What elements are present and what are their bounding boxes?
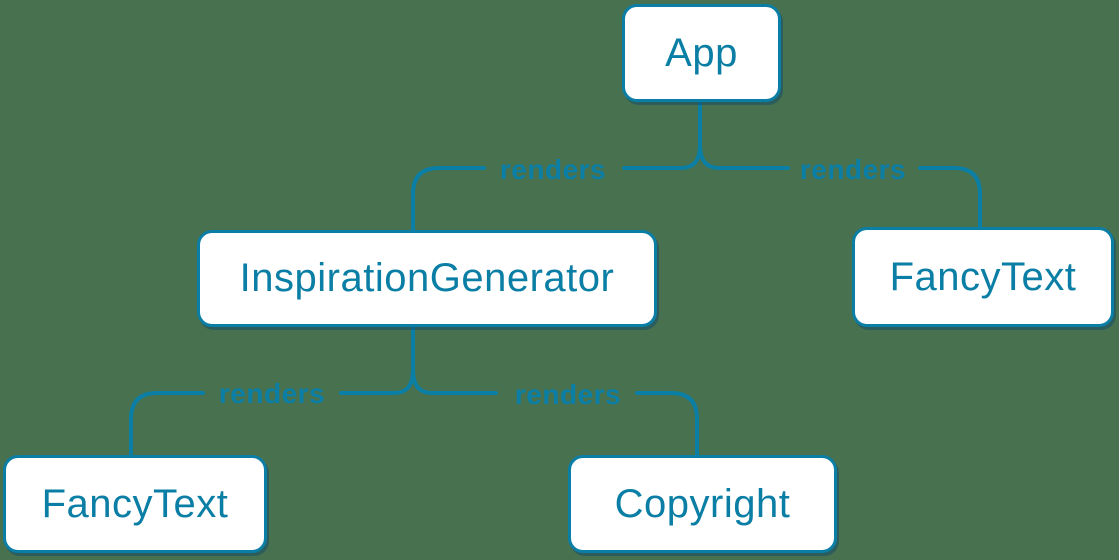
edge-inspirationgenerator-to-copyright-corner	[635, 391, 699, 457]
node-copyright: Copyright	[568, 455, 837, 553]
edge-label-renders-inspirationgenerator-fancytext: renders	[218, 378, 326, 409]
edge-app-to-fancytext-fork	[698, 142, 790, 170]
edge-inspirationgenerator-to-copyright-fork	[411, 367, 498, 395]
edge-inspirationgenerator-to-fancytext-fork	[339, 325, 415, 395]
node-label: Copyright	[614, 481, 791, 526]
edge-app-to-fancytext-corner	[918, 166, 982, 229]
node-fancy-text-top-right: FancyText	[852, 227, 1114, 327]
edge-app-to-inspirationgenerator-fork	[622, 100, 702, 170]
node-fancy-text-bottom-left: FancyText	[3, 455, 267, 553]
node-label: InspirationGenerator	[239, 256, 615, 300]
node-inspiration-generator: InspirationGenerator	[197, 230, 657, 327]
edge-app-to-inspirationgenerator-corner	[411, 166, 486, 232]
node-label: App	[665, 30, 738, 75]
node-app: App	[622, 4, 781, 102]
node-label: FancyText	[889, 254, 1077, 299]
edge-label-renders-app-fancytext: renders	[799, 154, 907, 185]
edge-label-renders-app-inspirationgenerator: renders	[499, 154, 607, 185]
edge-label-renders-inspirationgenerator-copyright: renders	[514, 379, 622, 410]
node-label: FancyText	[41, 481, 229, 526]
edge-inspirationgenerator-to-fancytext-corner	[129, 391, 205, 457]
